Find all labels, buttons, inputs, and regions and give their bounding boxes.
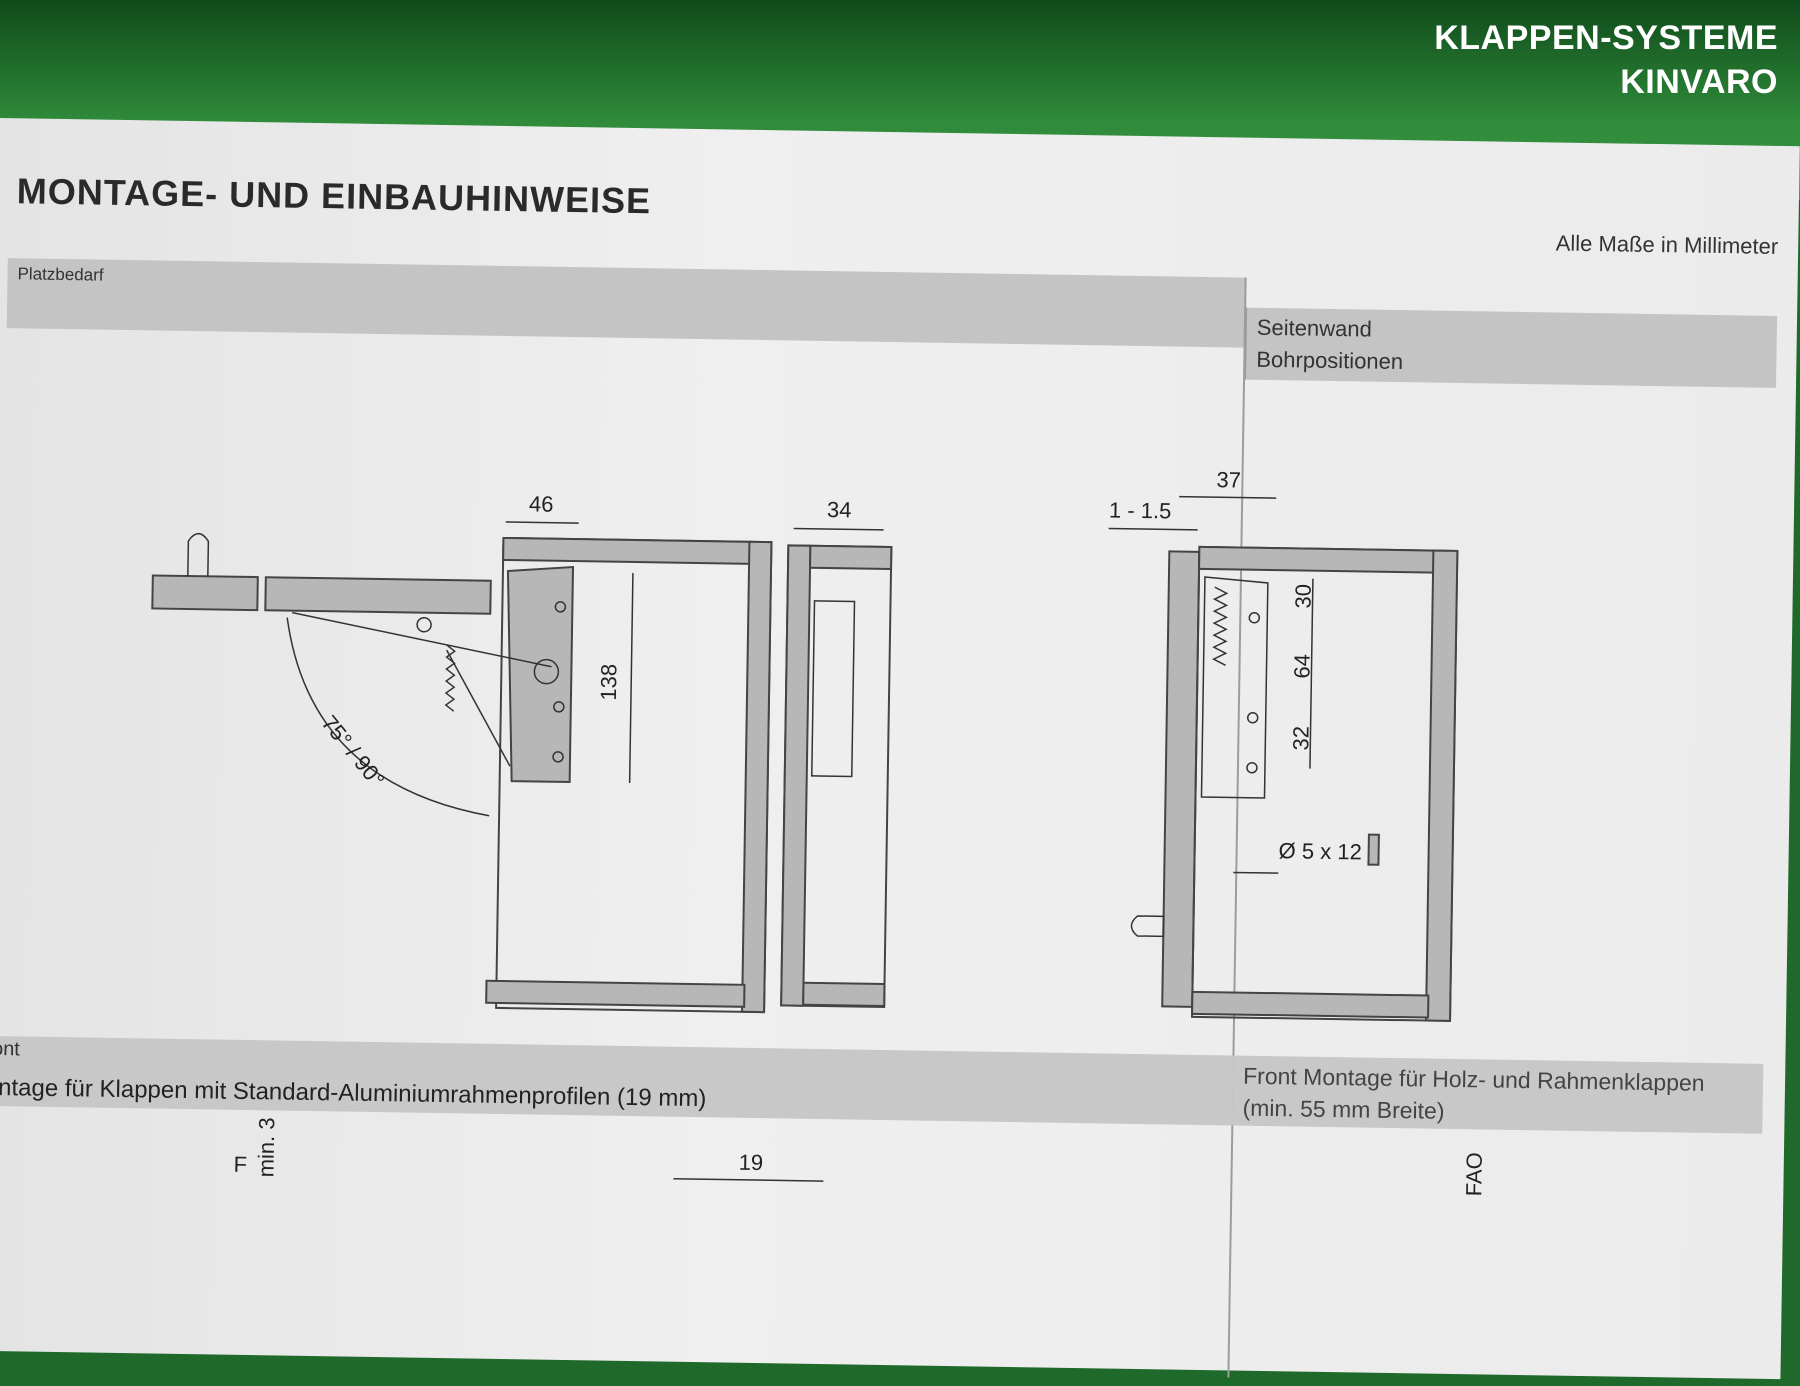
dim-f: F <box>233 1152 247 1177</box>
dim-line-46 <box>505 521 579 524</box>
technical-drawing: 75° / 90° 46 138 34 <box>151 467 1459 1022</box>
drill-3 <box>1246 761 1258 774</box>
screw-3 <box>552 751 564 763</box>
dim-37: 37 <box>1216 467 1241 492</box>
dim-line-spacing <box>1309 578 1314 769</box>
flap-part-a <box>151 574 259 612</box>
pivot-2 <box>533 658 560 685</box>
side-profile-bottom <box>802 981 886 1008</box>
screw-1 <box>554 601 567 613</box>
front-left-line-2: ontage für Klappen mit Standard-Aluminiu… <box>0 1073 707 1113</box>
cabinet-bottom <box>485 979 746 1008</box>
angle-arc <box>286 617 490 817</box>
series-title: KLAPPEN-SYSTEME KINVARO <box>1434 16 1778 104</box>
dim-46: 46 <box>529 491 554 516</box>
cabinet-side <box>741 540 773 1014</box>
side-mechanism <box>811 600 856 778</box>
dim-line-37 <box>1179 495 1277 499</box>
angle-label: 75° / 90° <box>317 710 390 792</box>
dim-19: 19 <box>738 1150 763 1175</box>
bottom-dimension-strip: F min. 3 19 FAO <box>233 1117 1487 1196</box>
flap-part-b <box>264 576 492 615</box>
dim-fao: FAO <box>1461 1152 1487 1196</box>
dim-line-gap <box>1108 527 1198 531</box>
side-wall-top <box>1198 545 1437 574</box>
handle-knob <box>187 532 210 577</box>
dim-34: 34 <box>827 497 852 522</box>
screw-2 <box>553 701 565 713</box>
spring-coil <box>444 644 456 712</box>
lift-arm <box>292 611 552 668</box>
dim-line-34 <box>793 527 884 531</box>
series-line-2: KINVARO <box>1620 63 1778 101</box>
drill-2 <box>1246 712 1259 724</box>
cabinet-top <box>502 536 753 565</box>
dim-30: 30 <box>1290 584 1315 609</box>
drill-1 <box>1248 612 1261 624</box>
side-profile-top <box>809 544 893 571</box>
series-line-1: KLAPPEN-SYSTEME <box>1434 19 1778 57</box>
side-profile-side <box>780 544 812 1007</box>
drawing-side-wall: 37 1 - 1.5 30 64 32 Ø 5 x 12 <box>1108 467 1459 1022</box>
dim-gap: 1 - 1.5 <box>1109 497 1172 523</box>
screw-icon <box>1367 833 1380 866</box>
mechanism-plate <box>506 565 575 784</box>
front-right-text: Front Montage für Holz- und Rahmenklappe… <box>1242 1060 1704 1131</box>
front-left-line-1: ront <box>0 1037 21 1061</box>
side-wall-edge <box>1424 549 1459 1022</box>
spring-arm <box>446 649 511 767</box>
pivot-1 <box>416 616 432 633</box>
side-mechanism-plate <box>1200 576 1269 799</box>
drawing-space-requirement: 75° / 90° 46 138 34 <box>151 491 893 1014</box>
side-knob <box>1130 915 1165 938</box>
side-wall-bottom <box>1191 990 1430 1019</box>
dim-32: 32 <box>1288 726 1313 751</box>
dim-screw: Ø 5 x 12 <box>1278 838 1362 864</box>
section-header-front-right: Front Montage für Holz- und Rahmenklappe… <box>1232 1055 1764 1134</box>
dim-line-138 <box>628 572 634 783</box>
dim-line-19 <box>673 1177 824 1182</box>
dim-line-screw <box>1233 871 1279 874</box>
side-wall-outline <box>1191 545 1459 1022</box>
dim-64: 64 <box>1289 654 1314 679</box>
dim-138: 138 <box>596 664 622 701</box>
side-spring-coil <box>1211 586 1229 666</box>
dim-min3: min. 3 <box>253 1117 279 1177</box>
document-page: MONTAGE- UND EINBAUHINWEISE Alle Maße in… <box>0 118 1800 1380</box>
